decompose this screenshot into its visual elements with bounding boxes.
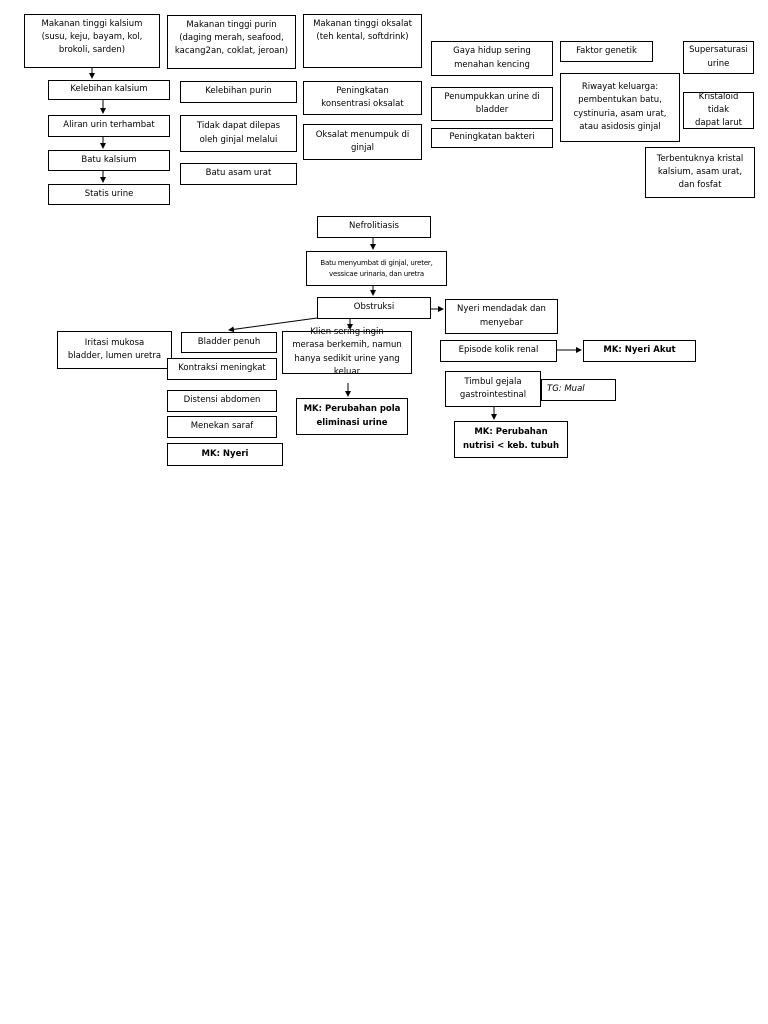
node-tg-mual: TG: Mual: [541, 379, 616, 401]
node-statis-urine: Statis urine: [48, 184, 170, 205]
node-kelebihan-purin: Kelebihan purin: [180, 81, 297, 103]
node-tidak-dapat-dilepas: Tidak dapat dilepas oleh ginjal melalui: [180, 115, 297, 152]
node-peningkatan-bakteri: Peningkatan bakteri: [431, 128, 553, 148]
node-batu-menyumbat: Batu menyumbat di ginjal, ureter, vessic…: [306, 251, 447, 286]
node-obstruksi: Obstruksi: [317, 297, 431, 319]
node-supersaturasi-urine: Supersaturasi urine: [683, 41, 754, 74]
node-mk-nyeri-akut: MK: Nyeri Akut: [583, 340, 696, 362]
node-oksalat-menumpuk: Oksalat menumpuk di ginjal: [303, 124, 422, 160]
node-kontraksi-meningkat: Kontraksi meningkat: [167, 358, 277, 380]
node-makanan-tinggi-kalsium: Makanan tinggi kalsium (susu, keju, baya…: [24, 14, 160, 68]
node-riwayat-keluarga: Riwayat keluarga: pembentukan batu, cyst…: [560, 73, 680, 142]
node-nefrolitiasis: Nefrolitiasis: [317, 216, 431, 238]
node-episode-kolik-renal: Episode kolik renal: [440, 340, 557, 362]
node-aliran-urin-terhambat: Aliran urin terhambat: [48, 115, 170, 137]
node-bladder-penuh: Bladder penuh: [181, 332, 277, 353]
node-mk-nyeri: MK: Nyeri: [167, 443, 283, 466]
node-makanan-tinggi-oksalat: Makanan tinggi oksalat (teh kental, soft…: [303, 14, 422, 68]
node-peningkatan-konsentrasi-oksalat: Peningkatan konsentrasi oksalat: [303, 81, 422, 115]
node-distensi-abdomen: Distensi abdomen: [167, 390, 277, 412]
node-nyeri-mendadak: Nyeri mendadak dan menyebar: [445, 299, 558, 334]
node-batu-kalsium: Batu kalsium: [48, 150, 170, 171]
node-penumpukan-urine: Penumpukkan urine di bladder: [431, 87, 553, 121]
node-mk-perubahan-nutrisi: MK: Perubahan nutrisi < keb. tubuh: [454, 421, 568, 458]
node-timbul-gejala: Timbul gejala gastrointestinal: [445, 371, 541, 407]
node-gaya-hidup: Gaya hidup sering menahan kencing: [431, 41, 553, 76]
node-faktor-genetik: Faktor genetik: [560, 41, 653, 62]
node-kelebihan-kalsium: Kelebihan kalsium: [48, 80, 170, 100]
node-makanan-tinggi-purin: Makanan tinggi purin (daging merah, seaf…: [167, 15, 296, 69]
node-kristaloid-tidak-larut: Kristaloid tidak dapat larut: [683, 92, 754, 129]
node-batu-asam-urat: Batu asam urat: [180, 163, 297, 185]
node-menekan-saraf: Menekan saraf: [167, 416, 277, 438]
node-terbentuknya-kristal: Terbentuknya kristal kalsium, asam urat,…: [645, 147, 755, 198]
node-iritasi-mukosa: Iritasi mukosa bladder, lumen uretra: [57, 331, 172, 369]
arrow-obstruksi-to-bladder: [228, 317, 318, 333]
node-mk-perubahan-pola-eliminasi: MK: Perubahan pola eliminasi urine: [296, 398, 408, 435]
node-klien-sering: Klien sering ingin merasa berkemih, namu…: [282, 327, 412, 377]
